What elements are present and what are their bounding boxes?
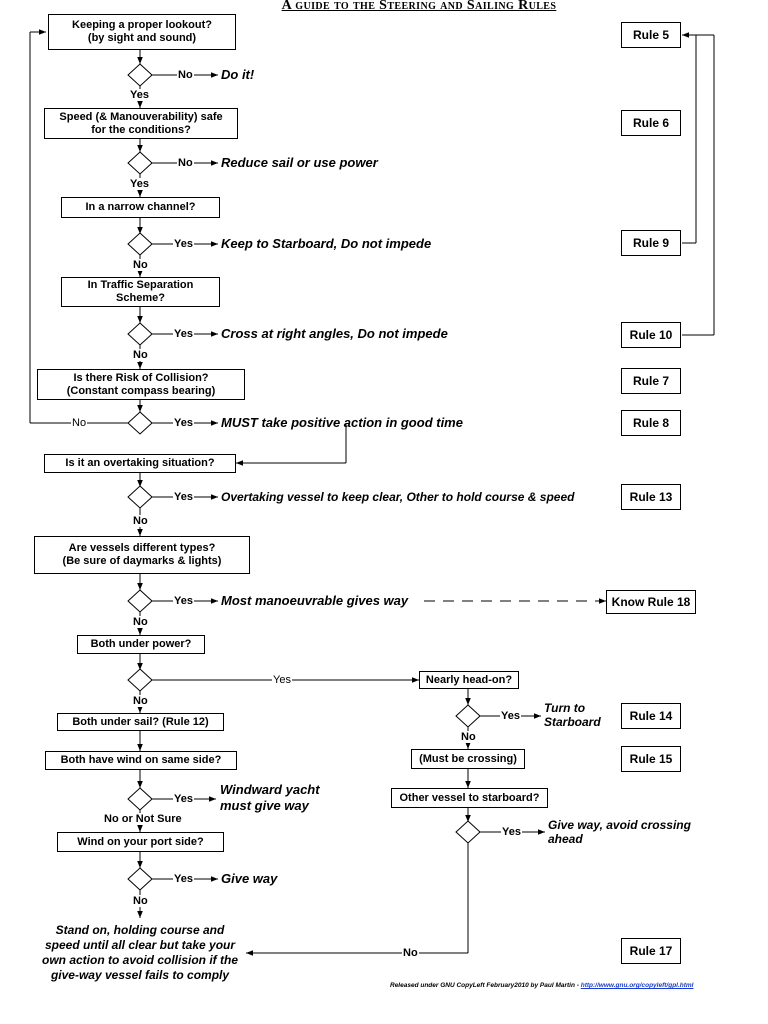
label-yes-speed: Yes xyxy=(129,178,150,190)
label-no-or-not-sure: No or Not Sure xyxy=(103,813,183,825)
rule-6: Rule 6 xyxy=(621,110,681,136)
label-no-speed: No xyxy=(177,157,194,169)
question-sail: Both under sail? (Rule 12) xyxy=(57,713,224,731)
label-yes-traffic: Yes xyxy=(173,328,194,340)
question-traffic: In Traffic Separation Scheme? xyxy=(61,277,220,307)
question-speed: Speed (& Manouverability) safe for the c… xyxy=(44,108,238,139)
action-must-act: MUST take positive action in good time xyxy=(221,415,463,430)
label-no-starboard: No xyxy=(402,947,419,959)
question-crossing: (Must be crossing) xyxy=(411,749,525,769)
rule-17: Rule 17 xyxy=(621,938,681,964)
decision-speed xyxy=(127,151,153,175)
rule-7: Rule 7 xyxy=(621,368,681,394)
rule-13: Rule 13 xyxy=(621,484,681,510)
rule-5: Rule 5 xyxy=(621,22,681,48)
question-head-on: Nearly head-on? xyxy=(419,671,519,689)
footer-credit: Released under GNU CopyLeft February2010… xyxy=(390,982,694,989)
decision-power xyxy=(127,668,153,692)
label-yes-wind-side: Yes xyxy=(173,793,194,805)
question-types: Are vessels different types? (Be sure of… xyxy=(34,536,250,574)
rule-18: Know Rule 18 xyxy=(606,590,696,614)
decision-starboard xyxy=(455,820,481,844)
action-reduce: Reduce sail or use power xyxy=(221,155,378,170)
action-give-way: Give way xyxy=(221,871,278,886)
action-turn-starboard: Turn to Starboard xyxy=(544,701,601,729)
action-overtaking: Overtaking vessel to keep clear, Other t… xyxy=(221,490,575,504)
license-link[interactable]: http://www.gnu.org/copyleft/gpl.html xyxy=(580,982,694,989)
label-no-lookout: No xyxy=(177,69,194,81)
decision-port-side xyxy=(127,867,153,891)
question-lookout: Keeping a proper lookout? (by sight and … xyxy=(48,14,236,50)
decision-types xyxy=(127,589,153,613)
action-keep-starboard: Keep to Starboard, Do not impede xyxy=(221,236,432,251)
label-yes-overtaking: Yes xyxy=(173,491,194,503)
decision-channel xyxy=(127,232,153,256)
label-no-channel: No xyxy=(132,259,149,271)
rule-9: Rule 9 xyxy=(621,230,681,256)
label-yes-port-side: Yes xyxy=(173,873,194,885)
label-yes-head-on: Yes xyxy=(500,710,521,722)
label-yes-power: Yes xyxy=(272,674,292,686)
label-yes-types: Yes xyxy=(173,595,194,607)
action-do-it: Do it! xyxy=(221,67,255,82)
label-yes-risk: Yes xyxy=(173,417,194,429)
question-risk: Is there Risk of Collision? (Constant co… xyxy=(37,369,245,400)
action-manoeuvrable: Most manoeuvrable gives way xyxy=(221,593,409,608)
question-overtaking: Is it an overtaking situation? xyxy=(44,454,236,473)
question-wind-side: Both have wind on same side? xyxy=(45,751,237,770)
action-stand-on: Stand on, holding course and speed until… xyxy=(41,923,238,982)
label-yes-channel: Yes xyxy=(173,238,194,250)
decision-risk xyxy=(127,411,153,435)
question-power: Both under power? xyxy=(77,635,205,654)
decision-lookout xyxy=(127,63,153,87)
question-channel: In a narrow channel? xyxy=(61,197,220,218)
action-windward: Windward yacht must give way xyxy=(220,782,320,813)
decision-wind-side xyxy=(127,787,153,811)
rule-8: Rule 8 xyxy=(621,410,681,436)
label-no-risk: No xyxy=(71,417,88,429)
action-give-way-avoid: Give way, avoid crossing ahead xyxy=(548,818,691,846)
question-port-side: Wind on your port side? xyxy=(57,832,224,852)
label-yes-starboard: Yes xyxy=(501,826,522,838)
label-no-traffic: No xyxy=(132,349,149,361)
footer-text: Released under GNU CopyLeft February2010… xyxy=(390,982,581,989)
decision-traffic xyxy=(127,322,153,346)
page-title: A guide to the Steering and Sailing Rule… xyxy=(281,0,557,13)
action-cross: Cross at right angles, Do not impede xyxy=(221,326,448,341)
label-no-port-side: No xyxy=(132,895,149,907)
label-no-types: No xyxy=(132,616,149,628)
rule-10: Rule 10 xyxy=(621,322,681,348)
label-no-head-on: No xyxy=(460,731,477,743)
label-no-power: No xyxy=(132,695,149,707)
rule-15: Rule 15 xyxy=(621,746,681,772)
question-starboard: Other vessel to starboard? xyxy=(391,788,548,808)
rule-14: Rule 14 xyxy=(621,703,681,729)
decision-overtaking xyxy=(127,485,153,509)
label-no-overtaking: No xyxy=(132,515,149,527)
decision-head-on xyxy=(455,704,481,728)
label-yes-lookout: Yes xyxy=(129,89,150,101)
